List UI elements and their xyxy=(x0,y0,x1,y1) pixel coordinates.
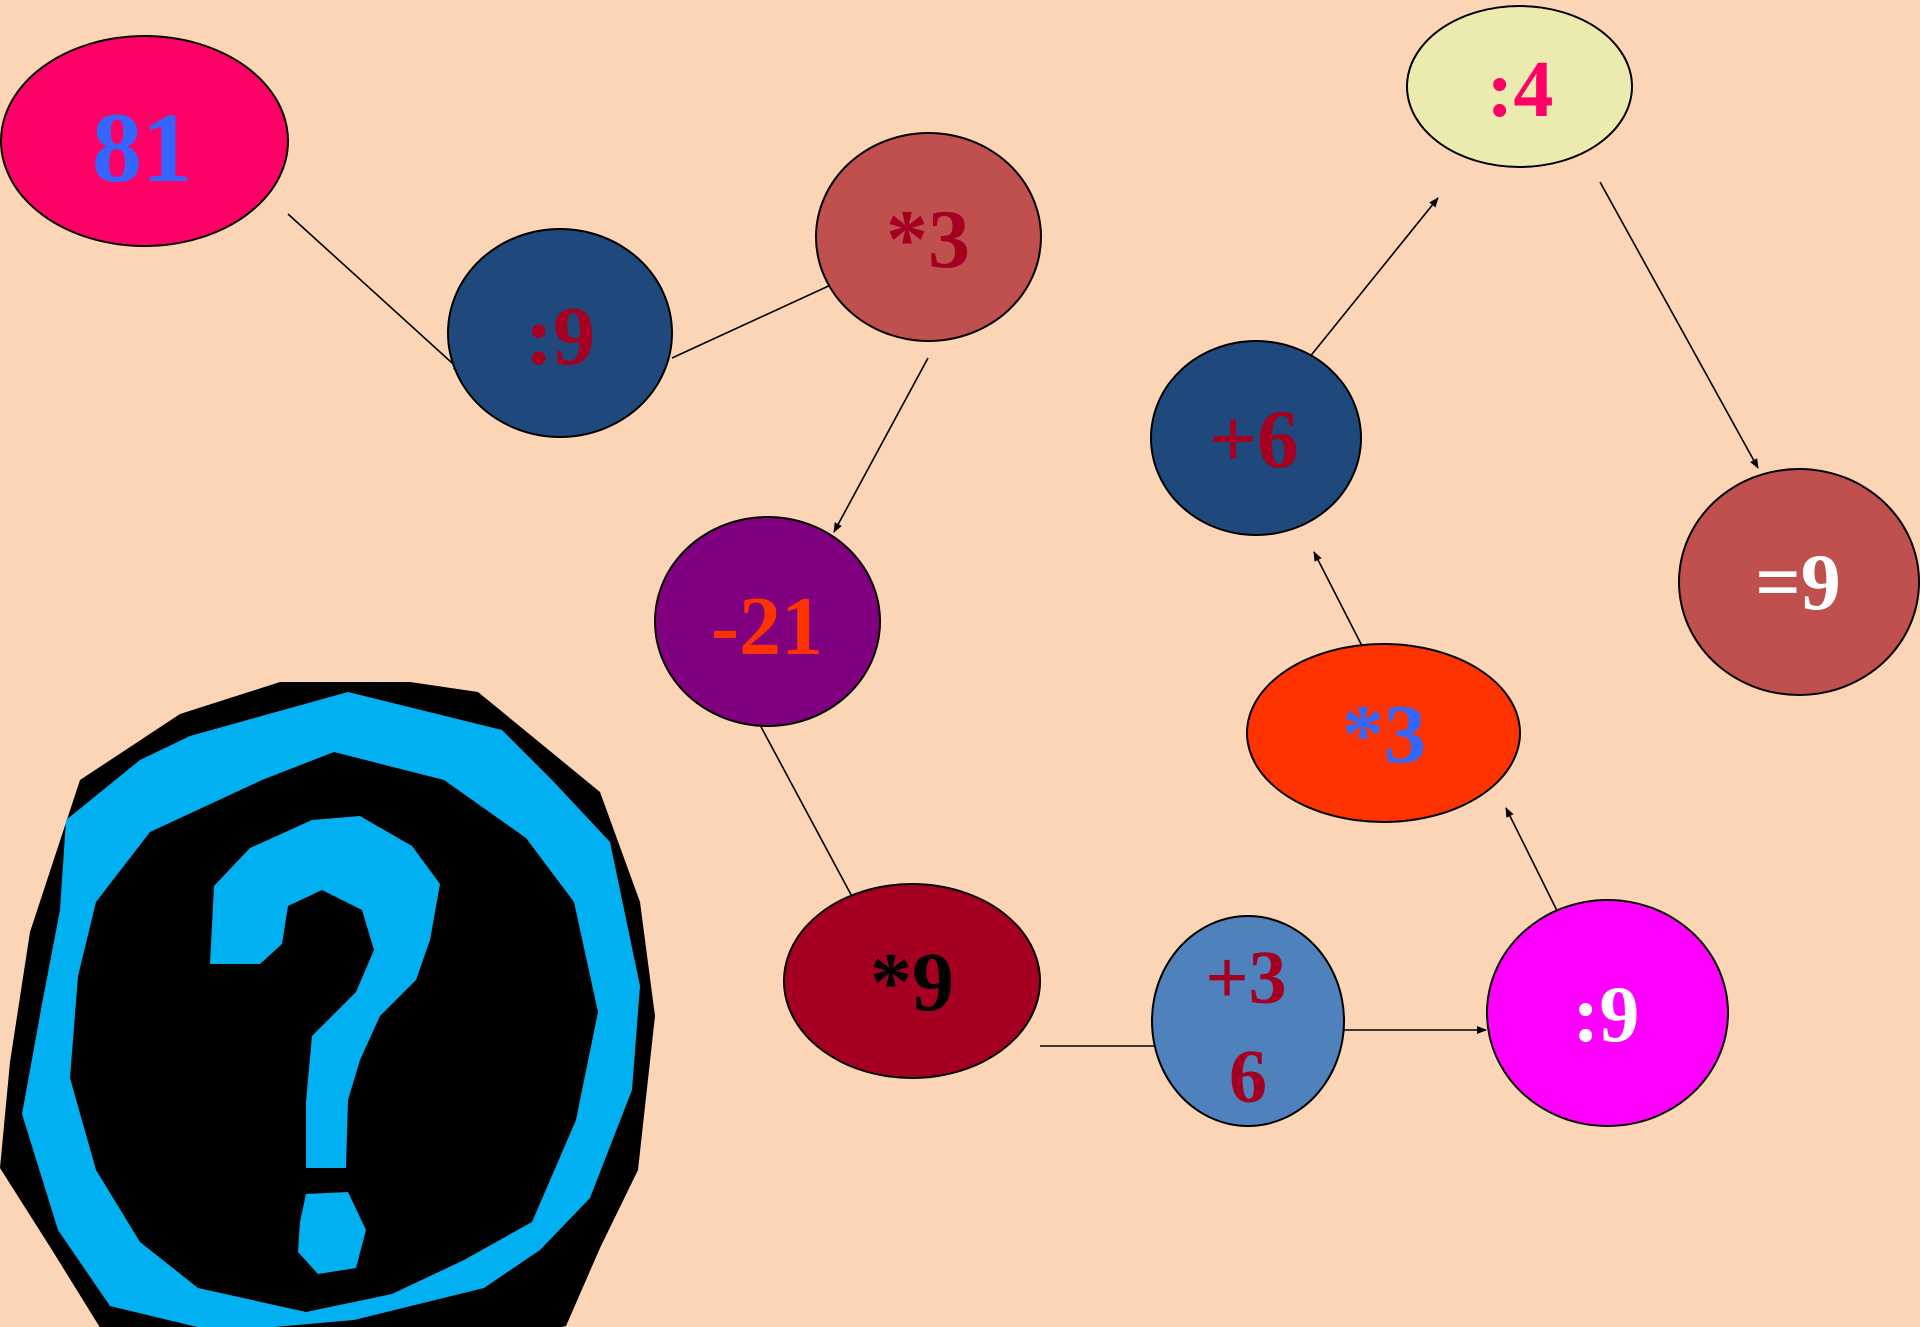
arrow-81-to-div9 xyxy=(288,214,462,372)
node-divide-9-second-label: :9 xyxy=(1573,975,1640,1055)
arrow-div9-to-mul3 xyxy=(672,278,846,358)
arrow-div4-to-eq9 xyxy=(1600,182,1758,468)
node-81-label: 81 xyxy=(92,98,192,198)
node-multiply-3-label: *3 xyxy=(886,198,970,282)
arrow-add6-to-div4 xyxy=(1296,198,1438,374)
node-minus-21-label: -21 xyxy=(711,585,823,669)
node-multiply-3-second-label: *3 xyxy=(1342,693,1426,777)
node-divide-4-label: :4 xyxy=(1487,50,1554,130)
question-mark-icon xyxy=(0,670,670,1327)
node-plus-36-line2: 6 xyxy=(1229,1039,1267,1115)
arrow-mul3-to-sub21 xyxy=(834,358,928,532)
node-divide-9-label: :9 xyxy=(525,295,595,379)
node-equals-9-label: =9 xyxy=(1755,543,1841,623)
node-plus-36-line1: +3 xyxy=(1205,940,1286,1016)
node-multiply-9-label: *9 xyxy=(870,941,954,1025)
node-plus-6-label: +6 xyxy=(1209,398,1299,482)
